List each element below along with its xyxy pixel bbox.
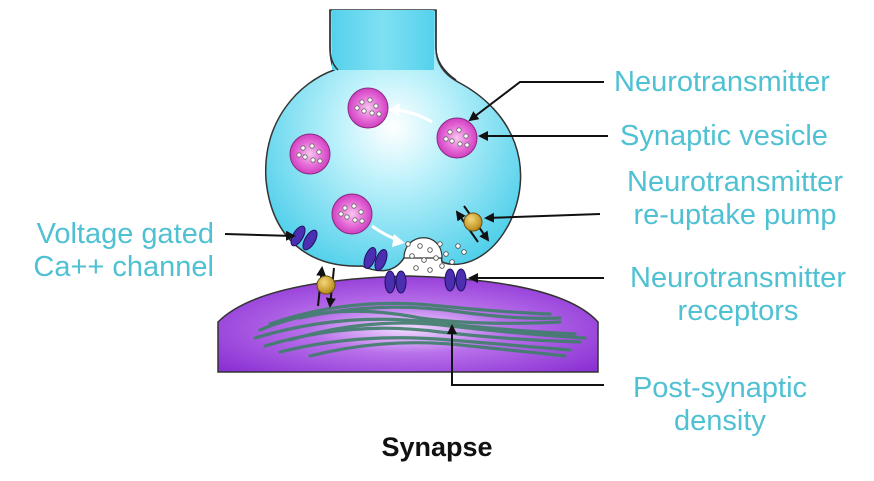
- vesicle-movement-arrowhead: [388, 103, 400, 117]
- receptor-2: [444, 268, 467, 292]
- vesicle-top: [347, 87, 389, 129]
- voltage-gated-channel: [290, 225, 318, 251]
- pointer-neurotransmitter: [468, 81, 604, 122]
- label-reuptake-pump: Neurotransmitter re-uptake pump: [627, 166, 843, 231]
- vesicle-left: [289, 133, 331, 175]
- receptor-1: [384, 270, 407, 294]
- ca-channel-2: [363, 247, 388, 271]
- label-post-synaptic-density: Post-synaptic density: [632, 372, 808, 437]
- pointer-reuptake-pump: [484, 212, 601, 223]
- pointer-voltage-gated: [224, 230, 296, 241]
- label-voltage-gated: Voltage gated Ca++ channel: [33, 218, 214, 283]
- pointer-lines: [224, 81, 608, 386]
- vesicle-right: [436, 117, 478, 159]
- label-synaptic-vesicle: Synaptic vesicle: [620, 120, 828, 152]
- axon-neck: [332, 10, 434, 70]
- reuptake-pump-presynaptic: [455, 205, 490, 243]
- post-synaptic-density: [253, 301, 587, 358]
- released-neurotransmitters: [405, 241, 467, 273]
- diagram-caption: Synapse: [381, 432, 493, 462]
- label-receptors: Neurotransmitter receptors: [630, 262, 846, 327]
- vesicle-bottom: [331, 193, 373, 235]
- reuptake-pump-postsynaptic: [316, 266, 336, 308]
- label-neurotransmitter: Neurotransmitter: [614, 66, 830, 98]
- fusing-vesicle: [403, 237, 443, 259]
- pointer-post-synaptic-density: [447, 324, 604, 386]
- vesicle-release-arrowhead: [392, 234, 405, 247]
